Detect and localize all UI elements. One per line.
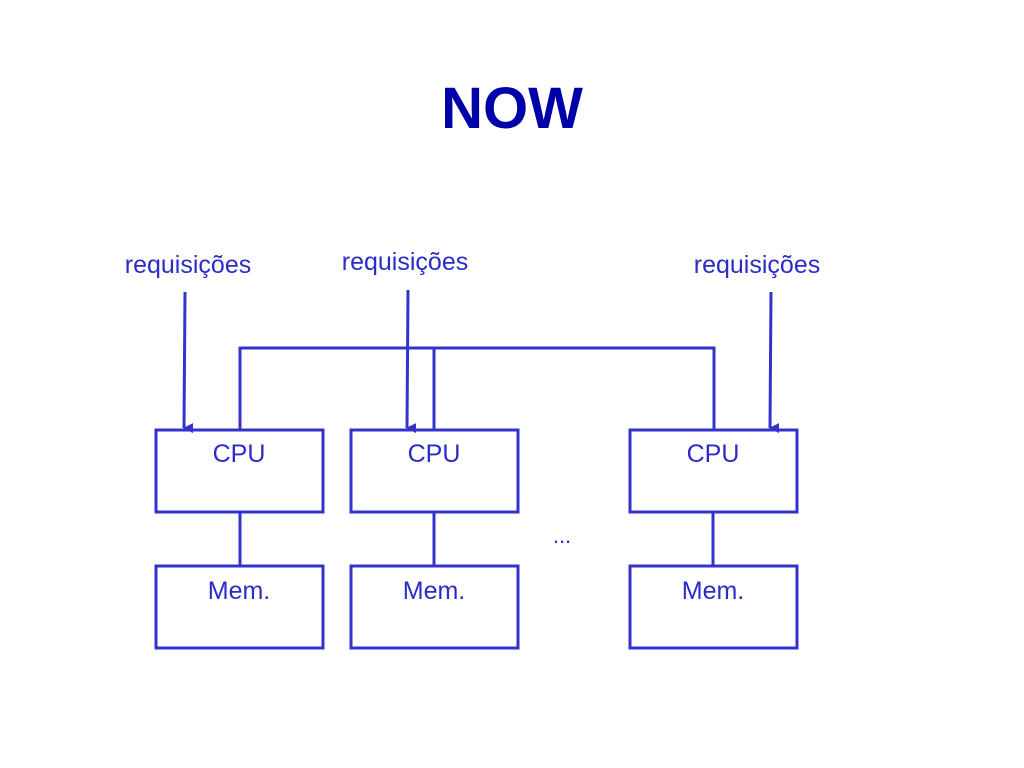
request-label-1: requisições (125, 251, 251, 279)
cpu-box-2 (349, 428, 520, 514)
request-arrow-3 (768, 291, 780, 434)
request-label-3: requisições (694, 251, 820, 279)
ellipsis-text: ... (553, 523, 571, 548)
mem-label-1: Mem. (208, 577, 271, 605)
cpu-label-3: CPU (687, 440, 740, 468)
request-arrow-2 (405, 289, 417, 434)
mem-label-2: Mem. (403, 577, 466, 605)
mem-box-3 (628, 564, 799, 650)
network-bus-line (238, 346, 716, 430)
cpu-box-1 (154, 428, 325, 514)
request-label-2: requisições (342, 248, 468, 276)
mem-box-2 (349, 564, 520, 650)
cpu-label-1: CPU (213, 440, 266, 468)
mem-label-3: Mem. (682, 577, 745, 605)
slide-title: NOW (441, 76, 583, 141)
mem-box-1 (154, 564, 325, 650)
cpu-box-3 (628, 428, 799, 514)
cpu-label-2: CPU (408, 440, 461, 468)
request-arrow-1 (182, 291, 194, 434)
